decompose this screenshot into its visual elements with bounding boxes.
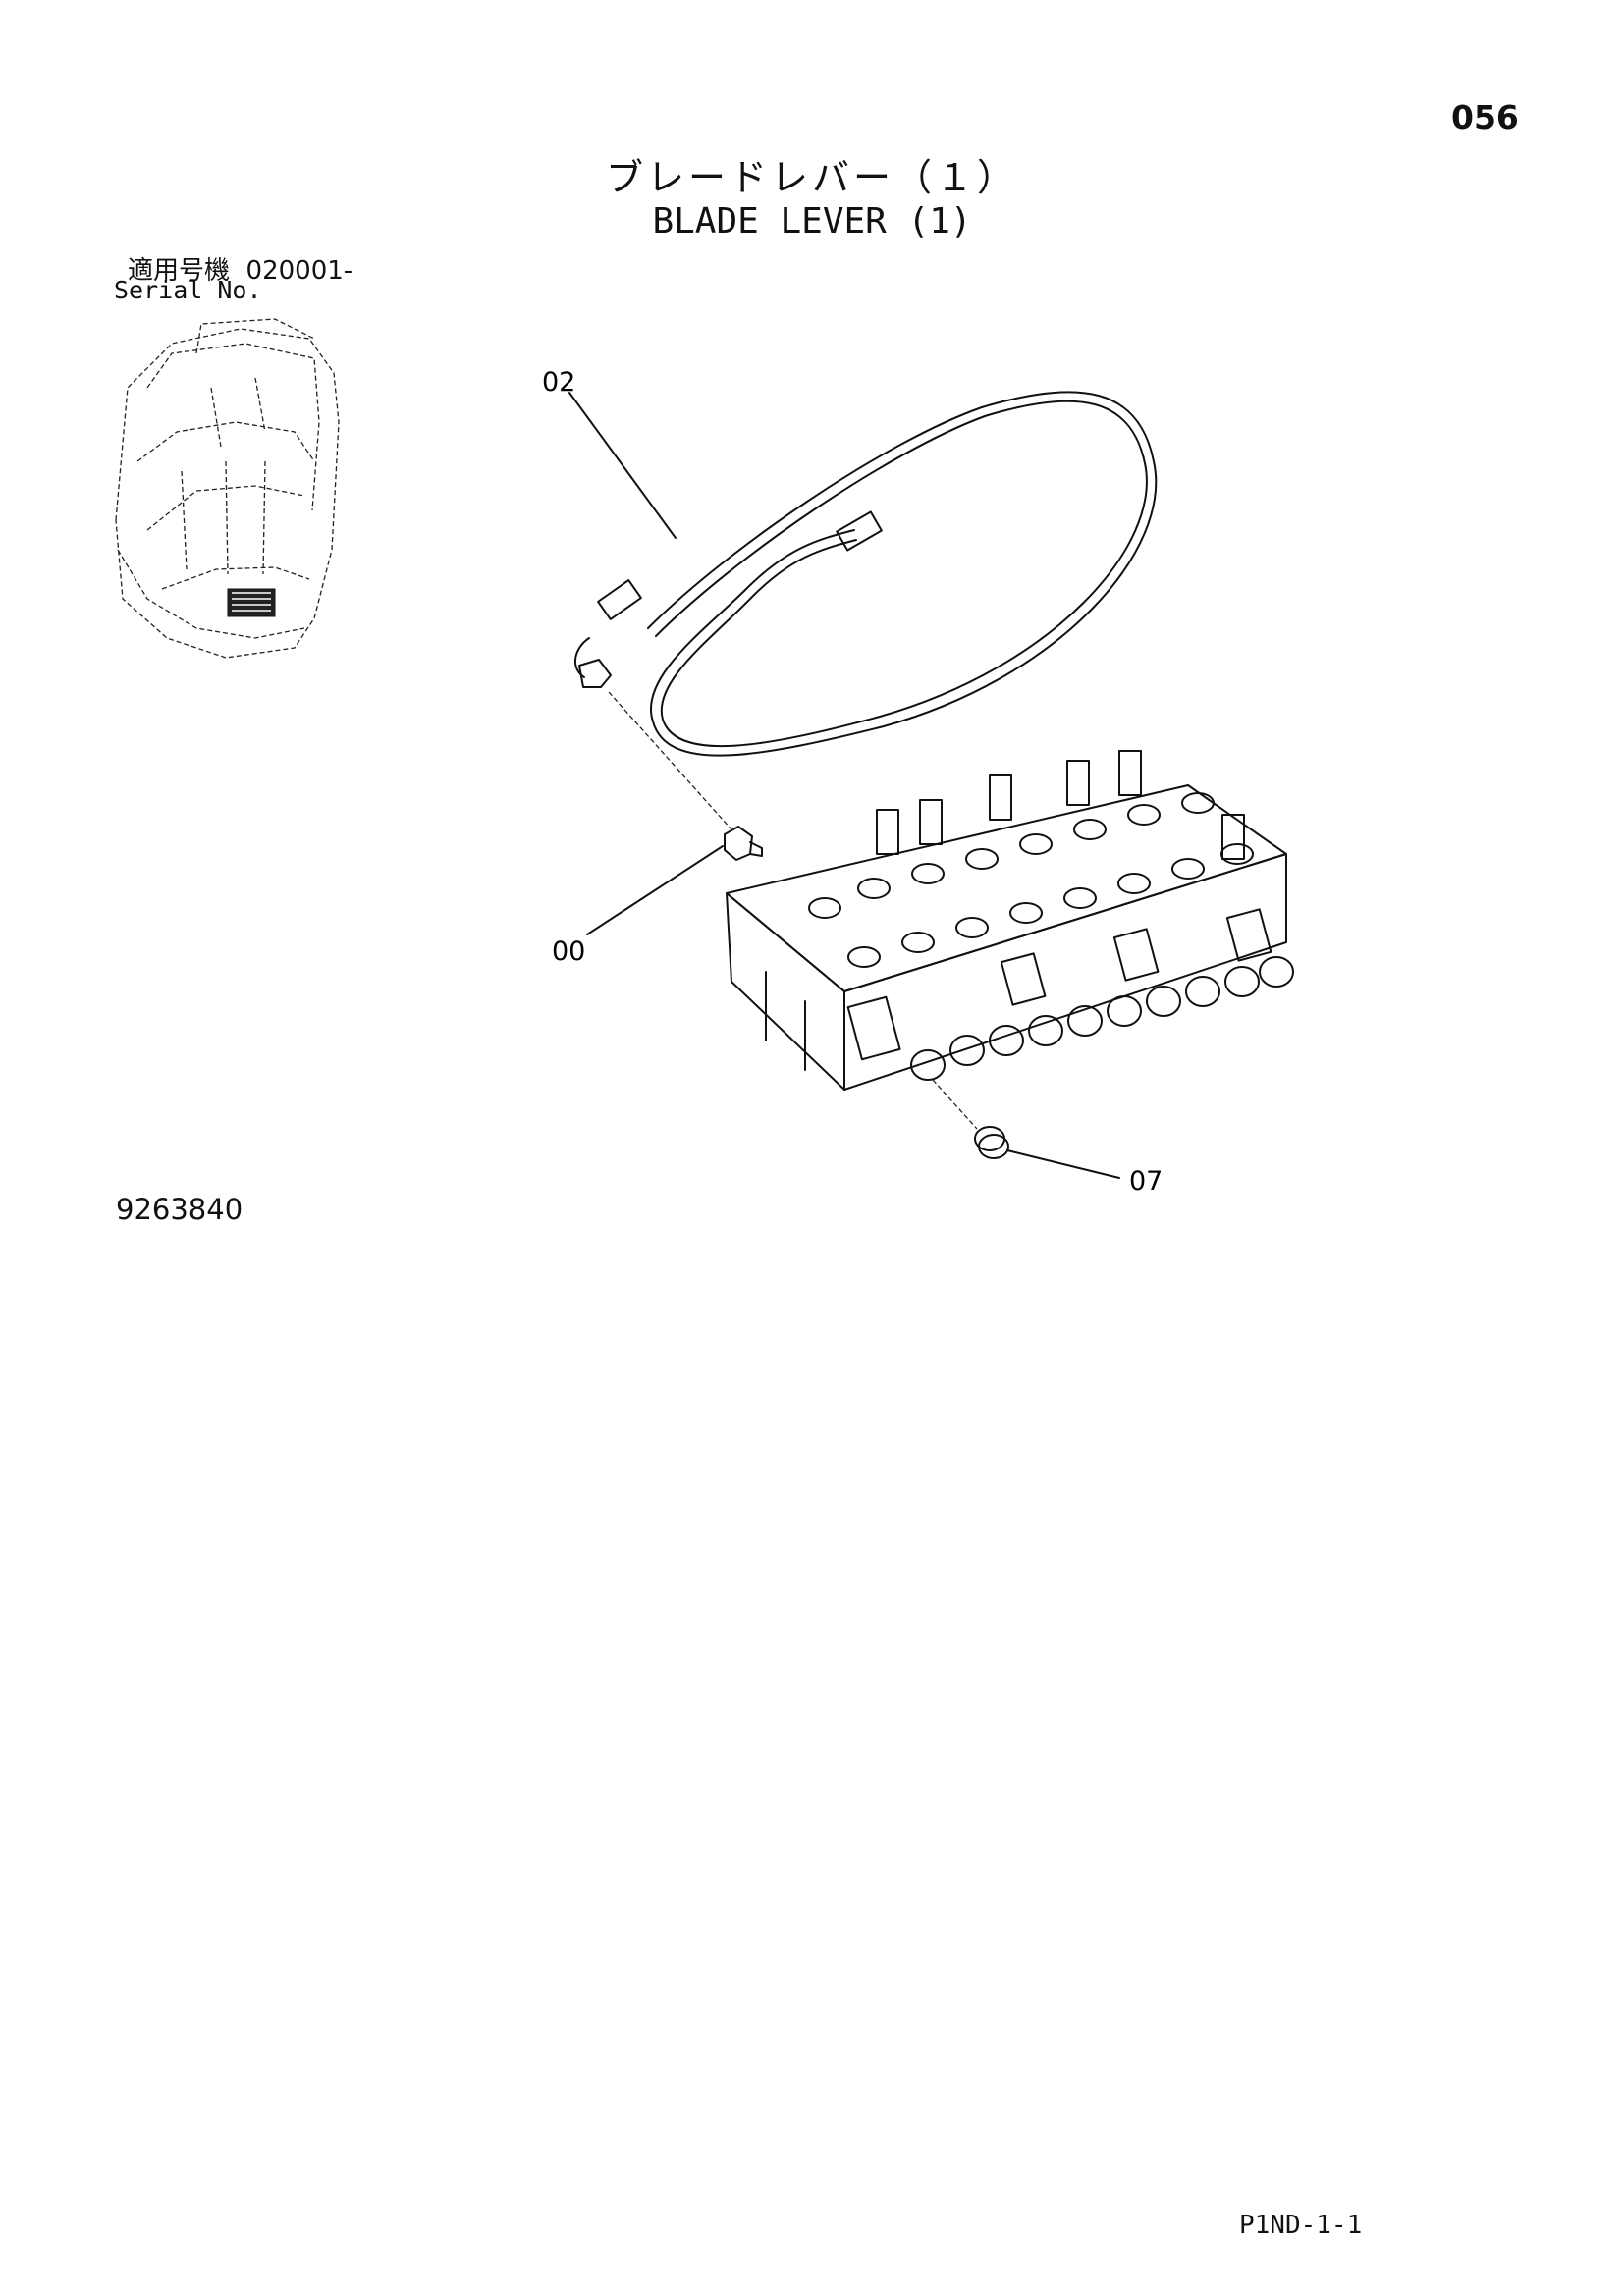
page-title-japanese: ブレードレバー（１）: [605, 156, 1018, 199]
callout-02: 02: [542, 367, 575, 398]
serial-range: 020001-: [245, 256, 353, 286]
plug-fitting: [932, 1079, 1009, 1159]
leader-lines: [568, 392, 1120, 1179]
page-title-english: BLADE LEVER (1): [652, 201, 972, 241]
adapter-fitting: [608, 691, 763, 861]
callout-07: 07: [1129, 1166, 1163, 1197]
machine-locator-thumbnail: [115, 318, 340, 659]
serial-label-jp: 適用号機: [128, 256, 231, 286]
serial-label: 適用号機 020001-: [128, 250, 352, 287]
serial-label-en: Serial No.: [114, 276, 262, 304]
footer-code: P1ND-1-1: [1239, 2211, 1363, 2240]
control-valve-block: [726, 750, 1294, 1091]
callout-00: 00: [552, 936, 585, 967]
drawing-number: 9263840: [116, 1193, 244, 1226]
hose-assembly: [574, 391, 1158, 757]
page-number: 056: [1451, 98, 1519, 136]
